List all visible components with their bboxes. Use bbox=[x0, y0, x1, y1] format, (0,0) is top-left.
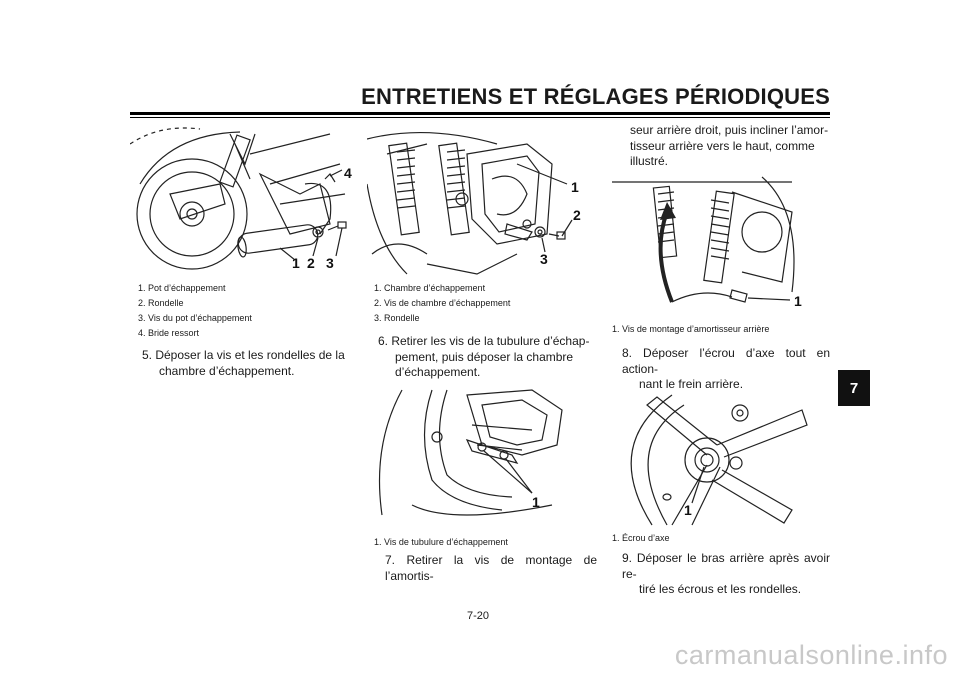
callout-1: 1 bbox=[571, 179, 579, 195]
step-9: 9. Déposer le bras arrière après avoir r… bbox=[622, 551, 830, 598]
legend-item: 3. Vis du pot d’échappement bbox=[138, 313, 252, 323]
step-7: 7. Retirer la vis de montage de l’amorti… bbox=[385, 553, 597, 584]
step-7-line1: 7. Retirer la vis de montage de l’amorti… bbox=[385, 553, 597, 583]
callout-3: 3 bbox=[326, 255, 334, 271]
figure5-legend: 1. Écrou d’axe bbox=[612, 531, 670, 546]
legend-item: 1. Pot d’échappement bbox=[138, 283, 226, 293]
callout-1: 1 bbox=[292, 255, 300, 271]
page-number: 7-20 bbox=[467, 610, 490, 622]
callout-4: 4 bbox=[344, 165, 352, 181]
figure2-legend: 1. Chambre d’échappement 2. Vis de chamb… bbox=[374, 281, 510, 326]
figure-axle-nut: 1 bbox=[612, 385, 812, 527]
chapter-tab: 7 bbox=[838, 370, 870, 406]
callout-1: 1 bbox=[532, 494, 540, 510]
step-9-line1: 9. Déposer le bras arrière après avoir r… bbox=[622, 551, 830, 581]
legend-item: 1. Écrou d’axe bbox=[612, 533, 670, 543]
figure-exhaust-pipe: 1 2 3 4 bbox=[130, 124, 360, 282]
legend-item: 1. Vis de montage d’amortisseur arrière bbox=[612, 324, 770, 334]
figure-exhaust-chamber: 1 2 3 bbox=[367, 124, 597, 282]
figure1-legend: 1. Pot d’échappement 2. Rondelle 3. Vis … bbox=[138, 281, 252, 341]
step-9-line2: tiré les écrous et les rondelles. bbox=[639, 582, 802, 596]
legend-item: 1. Vis de tubulure d’échappement bbox=[374, 537, 508, 547]
watermark-text: carmanualsonline.info bbox=[674, 640, 948, 670]
figure3-legend: 1. Vis de tubulure d’échappement bbox=[374, 535, 508, 550]
title-rule-thick bbox=[130, 112, 830, 115]
step-6-line2: pement, puis déposer la chambre bbox=[395, 349, 574, 364]
legend-item: 1. Chambre d’échappement bbox=[374, 283, 486, 293]
callout-2: 2 bbox=[573, 207, 581, 223]
step-7-cont-line3: illustré. bbox=[630, 154, 669, 168]
step-6: 6. Retirer les vis de la tubulure d’écha… bbox=[378, 334, 590, 381]
step-6-line3: d’échappement. bbox=[395, 365, 481, 379]
callout-1: 1 bbox=[794, 293, 802, 309]
step-7-cont-line1: seur arrière droit, puis incliner l’amor… bbox=[630, 123, 829, 137]
step-5-line1: 5. Déposer la vis et les rondelles de la bbox=[142, 348, 345, 362]
step-5: 5. Déposer la vis et les rondelles de la… bbox=[142, 348, 354, 379]
callout-1: 1 bbox=[684, 502, 692, 518]
step-8: 8. Déposer l’écrou d’axe tout en action-… bbox=[622, 346, 830, 393]
legend-item: 2. Vis de chambre d’échappement bbox=[374, 298, 511, 308]
figure4-legend: 1. Vis de montage d’amortisseur arrière bbox=[612, 322, 769, 337]
step-7-continued: seur arrière droit, puis incliner l’amor… bbox=[630, 123, 830, 170]
step-5-line2: chambre d’échappement. bbox=[159, 363, 295, 378]
step-8-line1: 8. Déposer l’écrou d’axe tout en action- bbox=[622, 346, 830, 376]
step-8-line2: nant le frein arrière. bbox=[639, 377, 744, 391]
callout-2: 2 bbox=[307, 255, 315, 271]
figure-exhaust-manifold: 1 bbox=[372, 385, 572, 525]
callout-3: 3 bbox=[540, 251, 548, 267]
title-rule-thin bbox=[130, 117, 830, 118]
legend-item: 4. Bride ressort bbox=[138, 328, 200, 338]
page-title: ENTRETIENS ET RÉGLAGES PÉRIODIQUES bbox=[361, 84, 830, 109]
figure-rear-shock: 1 bbox=[612, 172, 812, 312]
step-7-cont-line2: tisseur arrière vers le haut, comme bbox=[630, 138, 815, 153]
step-6-line1: 6. Retirer les vis de la tubulure d’écha… bbox=[378, 334, 590, 348]
legend-item: 2. Rondelle bbox=[138, 298, 184, 308]
legend-item: 3. Rondelle bbox=[374, 313, 420, 323]
